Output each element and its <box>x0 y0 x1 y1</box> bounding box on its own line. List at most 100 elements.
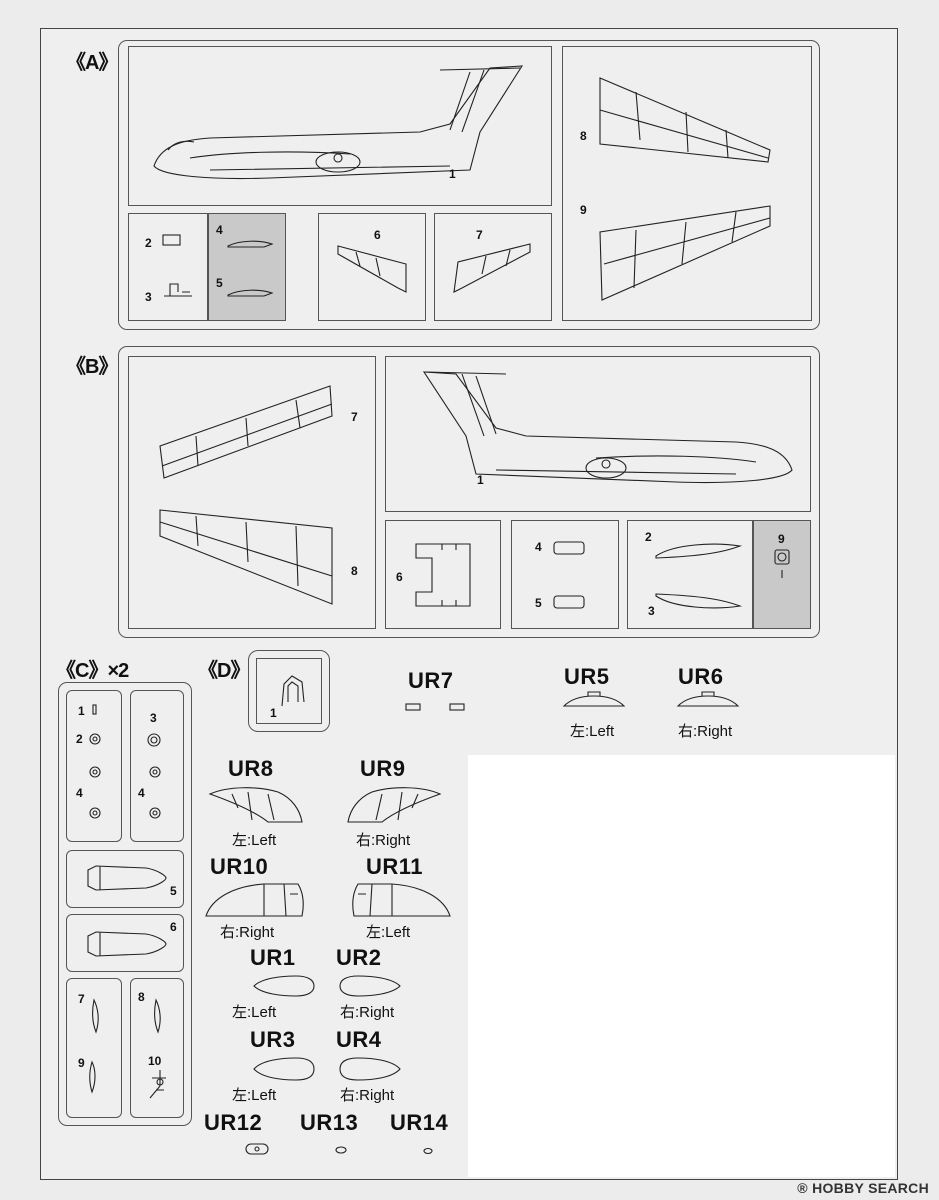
part-b6-shape <box>415 543 471 607</box>
ur5-part-shape <box>562 691 626 707</box>
part-c1-shape <box>92 704 97 715</box>
part-c4-wheel-right <box>149 807 161 819</box>
sprue-b-fuselage-cell <box>385 356 811 512</box>
part-c9-shape <box>89 1060 96 1094</box>
part-a6-number: 6 <box>374 228 381 242</box>
part-a1-number: 1 <box>449 167 456 181</box>
sprue-c-frame <box>58 682 192 1126</box>
part-a9-number: 9 <box>580 203 587 217</box>
ur1-label: UR1 <box>250 945 296 970</box>
part-a7-number: 7 <box>476 228 483 242</box>
part-c4-number-left: 4 <box>76 786 83 800</box>
ur2-label: UR2 <box>336 945 382 970</box>
sprue-b-cell-2-3 <box>627 520 753 629</box>
part-b4-shape <box>553 541 585 555</box>
part-c4-wheel-left <box>89 807 101 819</box>
ur3-label: UR3 <box>250 1027 296 1052</box>
part-c8-shape <box>154 998 161 1034</box>
ur3-side-label: 左:Left <box>232 1087 277 1104</box>
part-a5-number: 5 <box>216 276 223 290</box>
part-b7-number: 7 <box>351 410 358 424</box>
sprue-a-cell-7 <box>434 213 552 321</box>
ur8-canopy-shape <box>208 787 303 823</box>
sprue-a-wing-cell <box>562 46 812 321</box>
ur13-label: UR13 <box>300 1110 359 1135</box>
part-c2-number: 2 <box>76 732 83 746</box>
sprue-c-cell-1-4 <box>66 690 122 842</box>
part-a8-wing-shape <box>599 77 771 163</box>
sprue-c-cell-3-4 <box>130 690 184 842</box>
watermark-text: HOBBY SEARCH <box>812 1180 929 1196</box>
sprue-a-fuselage-cell <box>128 46 552 206</box>
part-b7-wing-shape <box>159 385 333 479</box>
sprue-d-frame <box>248 650 330 732</box>
ur11-window-shape <box>352 883 451 917</box>
ur11-label: UR11 <box>366 854 424 879</box>
part-c3-wheel-b <box>149 766 161 778</box>
ur12-label: UR12 <box>204 1110 263 1135</box>
ur7-label: UR7 <box>408 668 454 693</box>
watermark: ® HOBBY SEARCH <box>797 1180 929 1196</box>
part-c7-shape <box>92 998 99 1034</box>
part-c3-wheel <box>147 733 161 747</box>
part-c6-engine-shape <box>87 931 167 957</box>
ur5-label: UR5 <box>564 664 610 689</box>
part-c5-number: 5 <box>170 884 177 898</box>
sprue-c-cell-6 <box>66 914 184 972</box>
ur8-label: UR8 <box>228 756 274 781</box>
part-c4-number-right: 4 <box>138 786 145 800</box>
sprue-a-cell-6 <box>318 213 426 321</box>
part-b2-number: 2 <box>645 530 652 544</box>
part-b2-shape <box>655 543 743 559</box>
section-b-label: 《B》 <box>66 356 118 378</box>
ur12-part-shape <box>245 1143 269 1155</box>
part-c8-number: 8 <box>138 990 145 1004</box>
part-b6-number: 6 <box>396 570 403 584</box>
part-b3-shape <box>655 593 743 609</box>
ur10-label: UR10 <box>210 854 269 879</box>
part-a7-shape <box>453 243 531 293</box>
sprue-b-cell-6 <box>385 520 501 629</box>
blank-area <box>468 755 895 1177</box>
ur2-side-label: 右:Right <box>340 1004 395 1021</box>
part-a8-number: 8 <box>580 129 587 143</box>
ur6-label: UR6 <box>678 664 724 689</box>
sprue-d-cell-1 <box>256 658 322 724</box>
section-c-label: 《C》×2 <box>56 660 129 682</box>
ur3-part-shape <box>253 1057 315 1081</box>
part-a4-number: 4 <box>216 223 223 237</box>
part-c1-number: 1 <box>78 704 85 718</box>
sprue-a-frame <box>118 40 820 330</box>
ur13-part-shape <box>335 1146 347 1154</box>
part-b3-number: 3 <box>648 604 655 618</box>
part-b9-shape <box>774 549 790 578</box>
sprue-a-cell-2-3 <box>128 213 208 321</box>
part-a5-shape <box>227 289 274 297</box>
part-b1-number: 1 <box>477 473 484 487</box>
part-b4-number: 4 <box>535 540 542 554</box>
sprue-c-cell-5 <box>66 850 184 908</box>
section-a-label: 《A》 <box>66 52 118 74</box>
ur9-canopy-shape <box>347 787 442 823</box>
part-a2-shape <box>162 234 181 246</box>
ur6-part-shape <box>676 691 740 707</box>
part-c2-wheel-b <box>89 766 101 778</box>
part-c10-number: 10 <box>148 1054 162 1068</box>
ur14-label: UR14 <box>390 1110 449 1135</box>
part-a2-number: 2 <box>145 236 152 250</box>
part-c7-number: 7 <box>78 992 85 1006</box>
ur9-label: UR9 <box>360 756 406 781</box>
ur5-side-label: 左:Left <box>570 723 615 740</box>
sprue-b-wing-cell <box>128 356 376 629</box>
part-c5-engine-shape <box>87 865 167 891</box>
ur10-side-label: 右:Right <box>220 924 275 941</box>
sprue-b-frame <box>118 346 820 638</box>
sprue-c-cell-8-10 <box>130 978 184 1118</box>
part-c2-wheel <box>89 733 101 745</box>
ur14-part-shape <box>423 1147 433 1155</box>
part-d1-number: 1 <box>270 706 277 720</box>
part-a3-number: 3 <box>145 290 152 304</box>
ur2-part-shape <box>339 975 401 997</box>
sprue-b-cell-4-5 <box>511 520 619 629</box>
part-b8-wing-shape <box>159 509 333 605</box>
